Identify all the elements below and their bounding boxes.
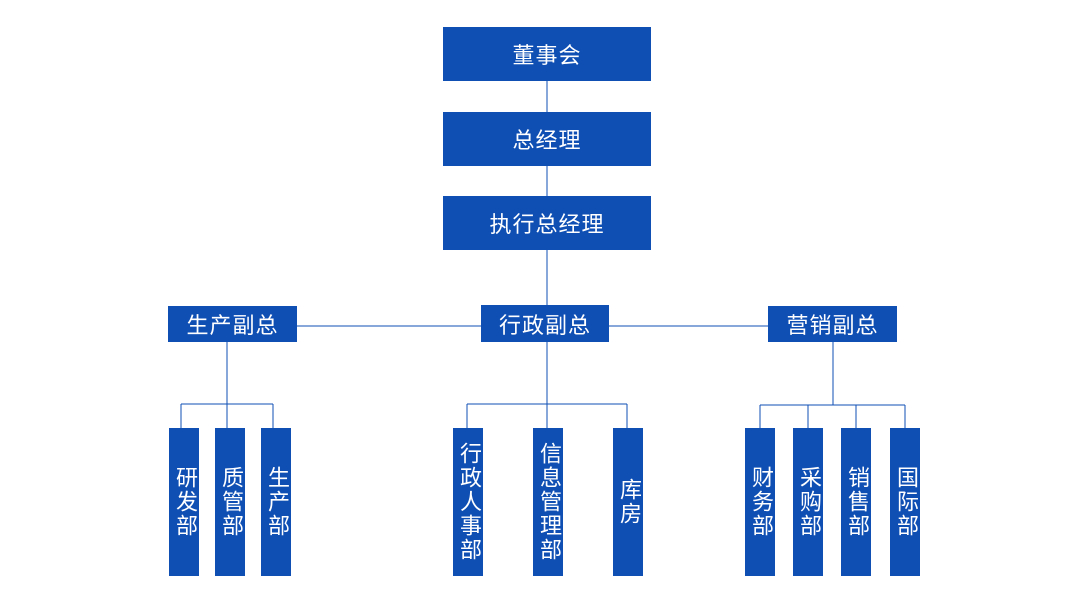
node-executive-gm: 执行总经理	[443, 196, 651, 250]
node-general-manager: 总经理	[443, 112, 651, 166]
node-dept-finance: 财务部	[745, 428, 775, 576]
node-admin-deputy: 行政副总	[481, 305, 609, 342]
node-dept-warehouse: 库房	[613, 428, 643, 576]
node-dept-sales: 销售部	[841, 428, 871, 576]
node-board: 董事会	[443, 27, 651, 81]
node-dept-quality: 质管部	[215, 428, 245, 576]
node-dept-hr: 行政人事部	[453, 428, 483, 576]
node-dept-purchasing: 采购部	[793, 428, 823, 576]
node-dept-rnd: 研发部	[169, 428, 199, 576]
node-production-deputy: 生产副总	[168, 306, 297, 342]
node-dept-production: 生产部	[261, 428, 291, 576]
node-sales-deputy: 营销副总	[768, 306, 897, 342]
node-dept-international: 国际部	[890, 428, 920, 576]
node-dept-it: 信息管理部	[533, 428, 563, 576]
